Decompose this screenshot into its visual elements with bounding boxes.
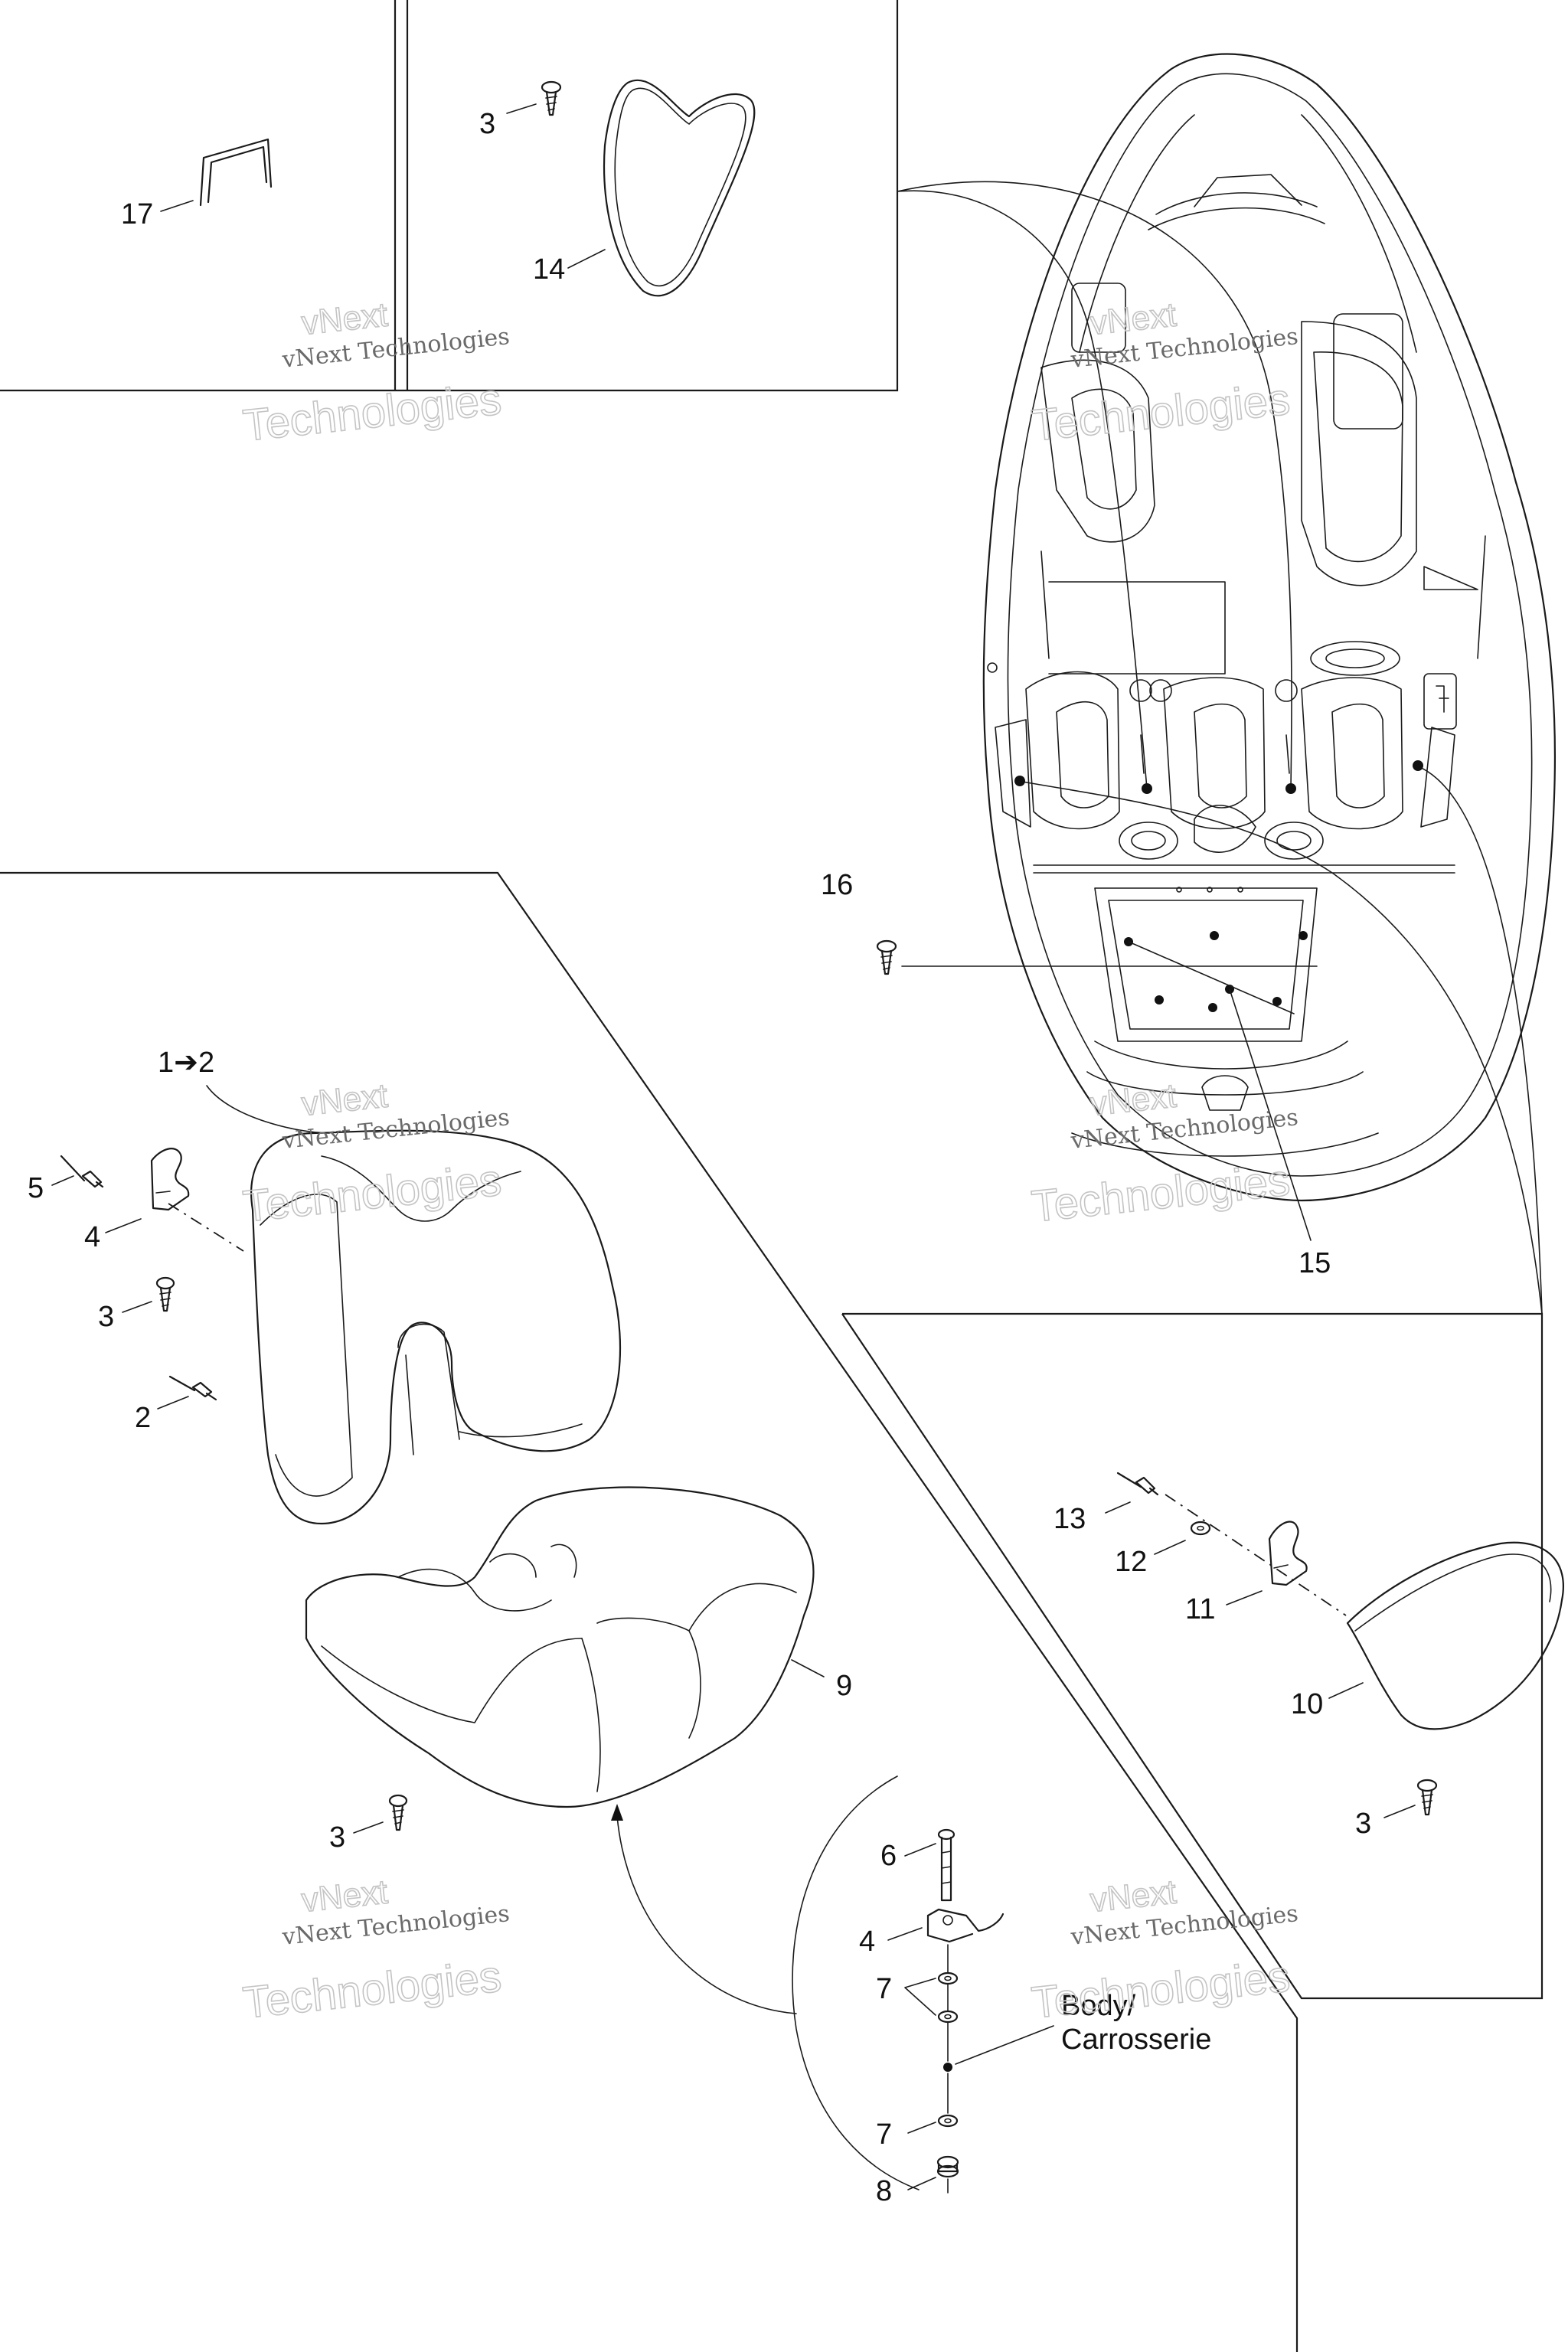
boat-hull-top-view	[982, 53, 1557, 1202]
watermark-vnext: vNext	[1089, 1077, 1178, 1123]
callout-4-detail: 4	[859, 1926, 875, 1958]
callout-8: 8	[876, 2175, 892, 2207]
callout-16: 16	[821, 869, 853, 901]
callout-9: 9	[836, 1670, 852, 1702]
part-14-pad	[567, 79, 756, 297]
part-16-screw	[876, 939, 897, 975]
watermark-technologies: Technologies	[1029, 374, 1292, 451]
watermark-technologies: Technologies	[240, 1952, 504, 2028]
watermark-technologies: Technologies	[1029, 1155, 1292, 1232]
callout-17: 17	[121, 198, 153, 230]
callout-3-seat: 3	[329, 1821, 345, 1854]
callout-3-right: 3	[1355, 1808, 1371, 1840]
part-9-seat-cushion	[305, 1486, 825, 1808]
watermark-vnext: vNext	[300, 1873, 390, 1919]
callout-15: 15	[1298, 1247, 1331, 1279]
callout-13: 13	[1054, 1503, 1086, 1535]
watermark-vnext: vNext	[1089, 296, 1178, 342]
fastener-detail	[792, 1775, 1054, 2194]
callout-10: 10	[1291, 1688, 1323, 1720]
callout-4-back: 4	[84, 1221, 100, 1253]
body-label-line-2: Carrosserie	[1061, 2024, 1211, 2056]
callout-labels: 17 3 14 16 15 1➔2 5 4 3 2 9 3 13 12 11 1…	[28, 108, 1371, 2207]
hull-leader-lines	[897, 181, 1543, 1315]
callout-12: 12	[1115, 1546, 1147, 1578]
watermark-vnext: vNext	[1089, 1873, 1178, 1919]
watermark-technologies: Technologies	[240, 1155, 504, 1232]
part-1-backrest	[250, 1129, 622, 1525]
callout-11: 11	[1185, 1593, 1215, 1625]
callout-14: 14	[533, 253, 565, 286]
callout-7-upper: 7	[876, 1973, 892, 2005]
callout-3-top: 3	[479, 108, 495, 140]
detail-arrow	[611, 1804, 797, 2014]
callout-1-2: 1➔2	[158, 1047, 214, 1079]
part-3-screw-top	[506, 80, 562, 116]
right-inset-parts	[1105, 1472, 1564, 1818]
callout-7-lower: 7	[876, 2118, 892, 2151]
mounting-points	[901, 760, 1423, 1241]
watermark-mid-left: vNext Technologies vNext Technologies	[240, 1076, 511, 1233]
callout-2: 2	[135, 1402, 151, 1434]
watermark-bottom-right: vNext Technologies vNext Technologies	[1029, 1873, 1300, 2029]
watermark-vnext: vNext	[300, 296, 390, 342]
part-3-screw-seat	[353, 1794, 408, 1834]
watermark-top-left: vNext Technologies vNext Technologies	[240, 296, 511, 452]
backrest-hardware	[51, 1085, 330, 1410]
callout-3-back: 3	[98, 1301, 114, 1333]
watermark-mid-right: vNext Technologies vNext Technologies	[1029, 1076, 1300, 1233]
callout-5: 5	[28, 1172, 44, 1204]
watermark-technologies: Technologies	[1029, 1952, 1292, 2028]
part-17-clip	[160, 138, 273, 212]
watermark-technologies: Technologies	[240, 374, 504, 451]
body-label-line-1: Body/	[1061, 1990, 1136, 2022]
watermark-vnext: vNext	[300, 1077, 390, 1123]
callout-6: 6	[880, 1840, 897, 1872]
watermark-bottom-left: vNext Technologies vNext Technologies	[240, 1873, 511, 2029]
